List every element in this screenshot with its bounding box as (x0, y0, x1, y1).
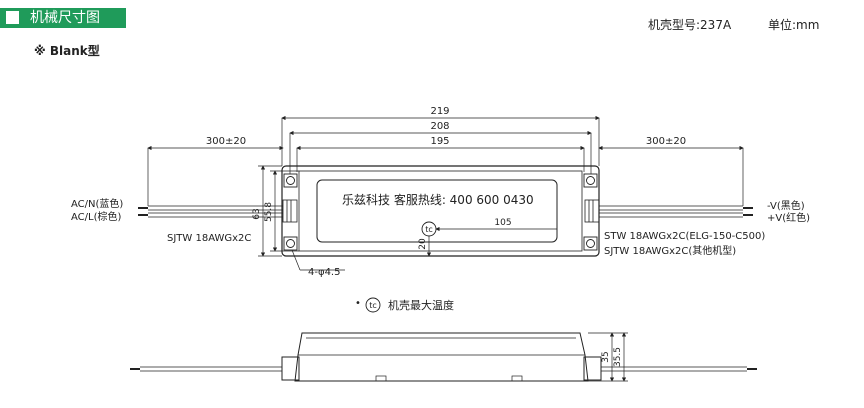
dim-side-35-5: 35.5 (613, 347, 623, 367)
mount-hole-icon (286, 239, 295, 248)
tc-legend-text: 机壳最大温度 (388, 298, 454, 312)
mount-hole-icon (286, 176, 295, 185)
header-square-icon (6, 11, 19, 24)
housing-inner (298, 170, 583, 252)
dim-105: 105 (494, 218, 511, 228)
dim-55-8: 55.8 (264, 202, 274, 222)
dim-holes: 4-φ4.5 (308, 267, 340, 278)
label-vplus: +V(红色) (767, 211, 810, 224)
dim-20: 20 (418, 238, 428, 250)
dim-208: 208 (430, 121, 449, 132)
dim-195: 195 (430, 136, 449, 147)
label-sjtw-left: SJTW 18AWGx2C (167, 233, 251, 244)
dim-219: 219 (430, 106, 449, 117)
label-sjtw-right: SJTW 18AWGx2C(其他机型) (604, 244, 736, 257)
label-acn: AC/N(蓝色) (71, 197, 123, 210)
dim-63: 63 (252, 208, 262, 219)
tc-legend-icon (365, 297, 381, 313)
label-area (316, 179, 558, 243)
tc-legend-marker: tc (369, 301, 377, 310)
label-acl: AC/L(棕色) (71, 210, 121, 223)
model-label: 机壳型号:237A (648, 18, 732, 32)
dim-cable-right: 300±20 (646, 136, 686, 147)
dim-side-35: 35 (601, 351, 611, 362)
mount-hole-icon (586, 239, 595, 248)
dim-cable-left: 300±20 (206, 136, 246, 147)
tc-point-icon (421, 221, 437, 237)
side-gland-left (281, 356, 300, 381)
hotline-text: 乐兹科技 客服热线: 400 600 0430 (342, 192, 534, 207)
page-title: 机械尺寸图 (30, 10, 100, 26)
cable-gland-right (584, 199, 600, 223)
cable-gland-left (282, 199, 298, 223)
tc-marker-label: tc (425, 225, 433, 234)
variant-note: ※ Blank型 (34, 44, 100, 58)
mount-hole-icon (586, 176, 595, 185)
side-housing (294, 332, 589, 382)
side-gland-right (583, 356, 602, 381)
legend-bullet: • (355, 298, 361, 309)
label-vminus: -V(黑色) (767, 199, 805, 212)
header-bar (0, 8, 126, 28)
label-stw-right: STW 18AWGx2C(ELG-150-C500) (604, 231, 765, 242)
unit-label: 单位:mm (768, 18, 820, 32)
